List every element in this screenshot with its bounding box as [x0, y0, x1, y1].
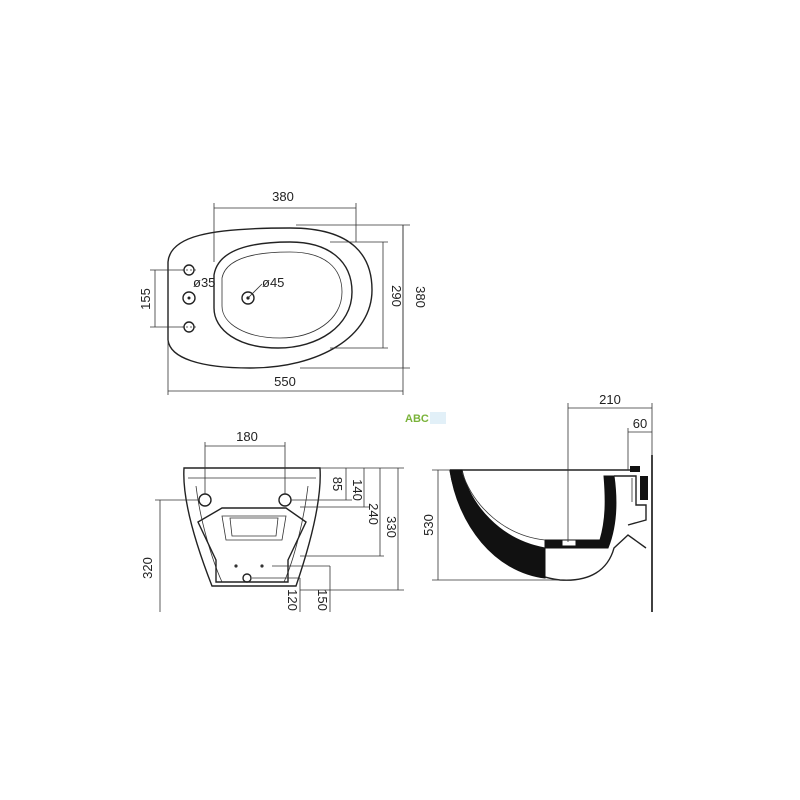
label-tap-hole-diameter: ø35: [193, 275, 215, 290]
dim-side-height: 530: [421, 514, 436, 536]
front-view-outer-outline: [183, 467, 321, 587]
dim-overall-depth: 380: [413, 286, 428, 308]
dim-330: 330: [384, 516, 399, 538]
dim-side-depth: 210: [599, 392, 621, 407]
tap-hole-bottom-icon: [183, 321, 195, 333]
left-bolt-hole-icon: [198, 493, 212, 507]
right-bolt-hole-icon: [278, 493, 292, 507]
tap-hole-center-icon: [182, 291, 196, 305]
dim-bowl-depth: 290: [389, 285, 404, 307]
top-view: 380 550 380 290 155 ø35 ø45: [138, 189, 428, 395]
dim-bolt-spacing: 180: [236, 429, 258, 444]
drain-hole-icon: [241, 291, 255, 305]
dim-240: 240: [366, 503, 381, 525]
watermark-brand-text: ABC: [405, 413, 429, 425]
side-view-section-fill: [449, 469, 546, 579]
side-view: 210 60 530: [421, 392, 653, 612]
watermark: ABC: [405, 412, 446, 425]
dim-top-width: 380: [272, 189, 294, 204]
top-view-bowl-rim: [213, 241, 353, 349]
water-inlet-icon: [242, 573, 252, 583]
tap-hole-top-icon: [183, 264, 195, 276]
top-view-bowl-inner: [221, 251, 343, 339]
dim-140: 140: [350, 479, 365, 501]
dim-320: 320: [140, 557, 155, 579]
dim-120: 120: [285, 589, 300, 611]
dim-tap-spacing: 155: [138, 288, 153, 310]
front-view: 180 85 140 240 330 320 120 150: [140, 429, 404, 612]
dim-overall-length: 550: [274, 374, 296, 389]
dim-85: 85: [330, 477, 345, 491]
top-view-outer-outline: [167, 227, 373, 369]
dim-wall-offset: 60: [633, 416, 647, 431]
dim-150: 150: [315, 589, 330, 611]
front-view-rear-opening: [197, 507, 307, 583]
label-drain-diameter: ø45: [262, 275, 284, 290]
